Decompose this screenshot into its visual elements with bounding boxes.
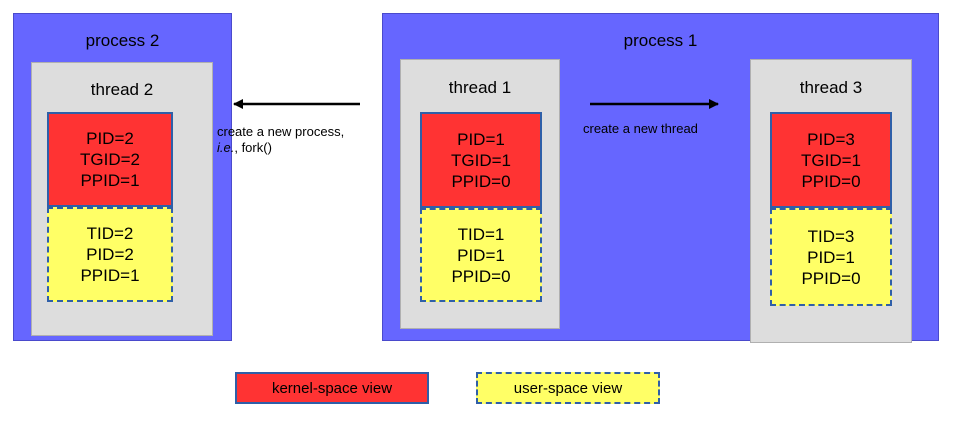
thread-2-user-view: TID=2 PID=2 PPID=1: [47, 207, 173, 302]
process-2-box: process 2 thread 2 PID=2 TGID=2 PPID=1 T…: [13, 13, 232, 341]
thread-2-box: thread 2 PID=2 TGID=2 PPID=1 TID=2 PID=2…: [31, 62, 213, 336]
thread-3-kernel-view: PID=3 TGID=1 PPID=0: [770, 112, 892, 208]
fork-label: create a new process, i.e., fork(): [217, 124, 377, 156]
thread-3-title: thread 3: [799, 78, 863, 97]
thread-1-box: thread 1 PID=1 TGID=1 PPID=0 TID=1 PID=1…: [400, 59, 560, 329]
thread-1-user-tid: TID=1: [457, 224, 505, 244]
thread-1-user-view: TID=1 PID=1 PPID=0: [420, 208, 542, 302]
thread-3-kernel-pid: PID=3: [807, 129, 855, 149]
thread-1-title: thread 1: [448, 78, 512, 97]
new-thread-label: create a new thread: [583, 121, 698, 136]
process-2-title: process 2: [85, 31, 160, 50]
thread-3-kernel-tgid: TGID=1: [801, 150, 861, 170]
thread-1-user-ppid: PPID=0: [451, 266, 511, 286]
thread-2-kernel-pid: PID=2: [86, 129, 134, 148]
thread-3-user-view: TID=3 PID=1 PPID=0: [770, 208, 892, 306]
fork-label-ie: i.e.: [217, 140, 235, 155]
thread-2-user-ppid: PPID=1: [80, 266, 140, 285]
thread-2-title: thread 2: [90, 80, 154, 99]
thread-2-user-pid: PID=2: [86, 245, 134, 264]
thread-3-user-tid: TID=3: [807, 226, 855, 246]
thread-1-kernel-pid: PID=1: [457, 129, 505, 149]
process-1-title: process 1: [623, 31, 698, 50]
thread-1-kernel-view: PID=1 TGID=1 PPID=0: [420, 112, 542, 208]
thread-3-box: thread 3 PID=3 TGID=1 PPID=0 TID=3 PID=1…: [750, 59, 912, 343]
legend-kernel: kernel-space view: [235, 372, 429, 404]
thread-3-kernel-ppid: PPID=0: [801, 171, 861, 191]
thread-1-user-pid: PID=1: [457, 245, 505, 265]
fork-label-line1: create a new process,: [217, 124, 345, 139]
thread-3-user-pid: PID=1: [807, 247, 855, 267]
fork-label-line2: i.e., fork(): [217, 140, 377, 156]
process-1-box: process 1 thread 1 PID=1 TGID=1 PPID=0 T…: [382, 13, 939, 343]
fork-label-rest: , fork(): [234, 140, 272, 155]
thread-3-user-ppid: PPID=0: [801, 268, 861, 288]
thread-1-kernel-tgid: TGID=1: [451, 150, 511, 170]
thread-2-user-tid: TID=2: [86, 224, 134, 243]
thread-1-kernel-ppid: PPID=0: [451, 171, 511, 191]
thread-2-kernel-view: PID=2 TGID=2 PPID=1: [47, 112, 173, 207]
thread-2-kernel-ppid: PPID=1: [80, 171, 140, 190]
thread-2-kernel-tgid: TGID=2: [80, 150, 140, 169]
legend-user: user-space view: [476, 372, 660, 404]
